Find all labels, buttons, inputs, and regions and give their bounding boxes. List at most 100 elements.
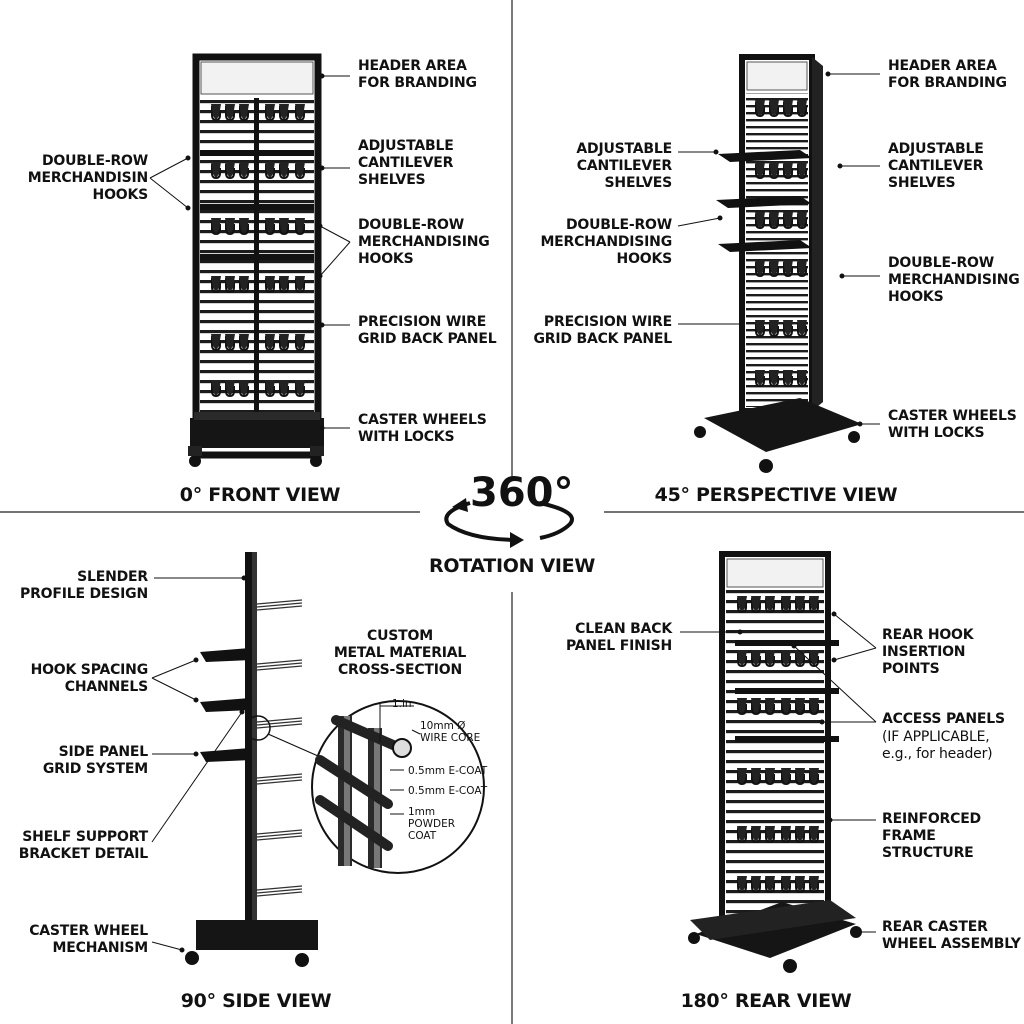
rotation-arrowhead-icon	[452, 498, 468, 512]
perspective-hook-icon	[754, 161, 766, 179]
persp-grid-label: PRECISION WIRE GRID BACK PANEL	[533, 314, 673, 347]
front-casters-label: CASTER WHEELS WITH LOCKS	[358, 412, 487, 445]
rear-hook-icon	[780, 697, 792, 715]
rear-hook-icon	[780, 595, 792, 613]
front-hook-icon	[210, 217, 222, 235]
side-view-title: 90° SIDE VIEW	[180, 990, 332, 1012]
front-hook-icon	[238, 161, 250, 179]
rear-view-title: 180° REAR VIEW	[680, 990, 852, 1012]
rear-insertion-label: REAR HOOK INSERTION POINTS	[882, 627, 974, 677]
rear-hook-icon	[764, 697, 776, 715]
rear-hook-icon	[794, 875, 806, 893]
perspective-hook-icon	[796, 211, 808, 229]
rear-hook-icon	[736, 825, 748, 843]
rear-hook-icon	[736, 649, 748, 667]
side-profile-label: SLENDER PROFILE DESIGN	[20, 569, 148, 602]
perspective-hook-icon	[796, 319, 808, 337]
front-hook-icon	[224, 333, 236, 351]
rear-hook-icon	[736, 767, 748, 785]
rear-hook-icon	[764, 825, 776, 843]
side-hook-wire	[256, 662, 303, 668]
perspective-hook-icon	[782, 369, 794, 387]
perspective-hook-icon	[796, 259, 808, 277]
rear-view-rack	[688, 551, 862, 973]
front-hook-icon	[294, 275, 306, 293]
side-hook-wire	[256, 665, 303, 671]
rear-access-label: ACCESS PANELS	[882, 711, 1005, 727]
detail-dim-label: 1.in	[392, 698, 412, 710]
side-hook-wire	[256, 835, 303, 841]
perspective-view-title: 45° PERSPECTIVE VIEW	[654, 484, 898, 506]
persp-casters-label: CASTER WHEELS WITH LOCKS	[888, 408, 1017, 441]
side-hook-wire	[256, 888, 303, 894]
perspective-leader-lines	[677, 71, 880, 427]
front-hook-icon	[238, 379, 250, 397]
front-hook-icon	[264, 379, 276, 397]
side-bracket-label: SHELF SUPPORT BRACKET DETAIL	[18, 829, 148, 862]
front-grid-label: PRECISION WIRE GRID BACK PANEL	[358, 314, 497, 347]
rotation-360-text: 360°	[470, 470, 574, 516]
side-hook-wire	[256, 599, 303, 605]
rear-caster-label: REAR CASTER WHEEL ASSEMBLY	[882, 919, 1021, 952]
perspective-hook-icon	[754, 369, 766, 387]
front-hook-icon	[210, 379, 222, 397]
rear-hook-icon	[808, 767, 820, 785]
detail-ecoat2-label: 0.5mm E-COAT	[408, 785, 488, 797]
front-hook-icon	[238, 217, 250, 235]
side-caster-label: CASTER WHEEL MECHANISM	[29, 923, 148, 956]
rotation-view-title: ROTATION VIEW	[428, 555, 595, 577]
side-hook-wire	[256, 720, 303, 726]
front-hook-icon	[224, 379, 236, 397]
front-hook-icon	[278, 275, 290, 293]
persp-hooks-right-label: DOUBLE-ROW MERCHANDISING HOOKS	[888, 255, 1020, 305]
rear-hook-icon	[794, 825, 806, 843]
rear-hook-icon	[750, 825, 762, 843]
perspective-hook-icon	[796, 369, 808, 387]
front-hook-icon	[264, 333, 276, 351]
front-hook-icon	[224, 103, 236, 121]
perspective-hook-icon	[796, 161, 808, 179]
rear-hook-icon	[764, 767, 776, 785]
rear-hook-icon	[736, 875, 748, 893]
side-material-label: CUSTOM METAL MATERIAL CROSS-SECTION	[333, 628, 467, 678]
perspective-hook-icon	[782, 161, 794, 179]
front-hook-icon	[278, 333, 290, 351]
rear-hook-icon	[794, 697, 806, 715]
perspective-hook-icon	[768, 319, 780, 337]
front-hook-icon	[294, 379, 306, 397]
front-hook-icon	[264, 217, 276, 235]
perspective-hook-icon	[796, 99, 808, 117]
rear-hook-icon	[764, 595, 776, 613]
front-hook-icon	[294, 161, 306, 179]
front-hooks-right-label: DOUBLE-ROW MERCHANDISING HOOKS	[358, 217, 490, 267]
perspective-hook-icon	[754, 211, 766, 229]
rear-hook-icon	[780, 825, 792, 843]
perspective-hook-icon	[768, 211, 780, 229]
perspective-hook-icon	[768, 161, 780, 179]
rear-back-label: CLEAN BACK PANEL FINISH	[566, 621, 672, 654]
side-channels-label: HOOK SPACING CHANNELS	[30, 662, 149, 695]
side-hook-wire	[256, 602, 303, 608]
rear-frame-label: REINFORCED FRAME STRUCTURE	[882, 811, 981, 861]
persp-hooks-left-label: DOUBLE-ROW MERCHANDISING HOOKS	[540, 217, 672, 267]
front-hook-icon	[264, 275, 276, 293]
side-hook-wire	[256, 829, 303, 835]
rear-hook-icon	[794, 595, 806, 613]
rear-hook-icon	[764, 875, 776, 893]
side-hook-wire	[256, 605, 303, 611]
front-hook-icon	[278, 379, 290, 397]
side-hook-wire	[256, 659, 303, 665]
side-hook-wire	[256, 776, 303, 782]
rear-hook-icon	[808, 697, 820, 715]
front-hook-icon	[210, 161, 222, 179]
cross-section-detail	[311, 700, 485, 874]
perspective-hook-icon	[768, 369, 780, 387]
rotation-arrowhead-icon	[510, 532, 524, 548]
front-shelves-label: ADJUSTABLE CANTILEVER SHELVES	[358, 138, 454, 188]
detail-ecoat1-label: 0.5mm E-COAT	[408, 765, 488, 777]
front-hook-icon	[224, 275, 236, 293]
rear-hook-icon	[750, 875, 762, 893]
rear-leader-lines	[680, 611, 877, 935]
